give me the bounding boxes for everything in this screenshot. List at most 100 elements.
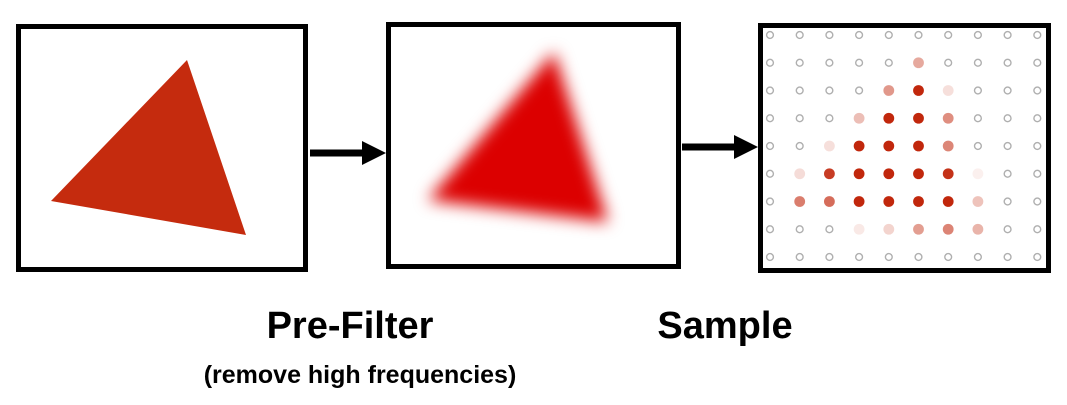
empty-sample-point (1033, 86, 1042, 95)
empty-sample-point (765, 86, 775, 95)
sample-dot (972, 223, 984, 235)
sample-dot-grid (765, 30, 1042, 262)
empty-sample-point (1003, 197, 1012, 206)
empty-sample-point (1033, 197, 1042, 206)
sample-dot (853, 223, 865, 235)
empty-sample-point (1033, 30, 1042, 40)
sample-dot (883, 112, 895, 124)
blurred-triangle-icon (428, 52, 608, 222)
sample-dot (824, 168, 835, 180)
empty-sample-point (825, 30, 834, 40)
sample-dot (883, 85, 895, 96)
empty-sample-point (973, 58, 983, 67)
empty-sample-point (1033, 252, 1042, 262)
arrow-right-icon (310, 141, 386, 165)
sample-dot (942, 112, 954, 124)
sample-dot (794, 168, 806, 180)
empty-sample-point (973, 86, 983, 95)
sample-dot (942, 196, 954, 207)
empty-sample-point (884, 252, 893, 262)
sample-dot (942, 140, 954, 152)
empty-sample-point (795, 30, 804, 40)
empty-sample-point (854, 252, 864, 262)
empty-sample-point (1003, 169, 1012, 178)
empty-sample-point (1003, 225, 1012, 234)
empty-sample-point (765, 225, 775, 234)
prefilter-sublabel: (remove high frequencies) (203, 361, 517, 389)
sample-label: Sample (657, 305, 793, 347)
empty-sample-point (795, 114, 804, 123)
empty-sample-point (795, 86, 804, 95)
sample-dot (913, 196, 924, 207)
empty-sample-point (765, 252, 775, 262)
arrow-head (362, 141, 386, 165)
empty-sample-point (944, 252, 953, 262)
empty-sample-point (944, 58, 953, 67)
empty-sample-point (765, 114, 775, 123)
empty-sample-point (973, 141, 983, 151)
sample-dot (824, 196, 835, 207)
arrow-head (734, 135, 758, 159)
sharp-triangle-icon (51, 60, 246, 235)
arrow-right-icon (682, 135, 758, 159)
empty-sample-point (765, 30, 775, 40)
empty-sample-point (884, 30, 893, 40)
empty-sample-point (825, 252, 834, 262)
empty-sample-point (825, 225, 834, 234)
empty-sample-point (884, 58, 893, 67)
arrow-shaft (682, 143, 737, 151)
empty-sample-point (1003, 86, 1012, 95)
empty-sample-point (795, 58, 804, 67)
panel-original-image (16, 24, 308, 272)
prefilter-label: Pre-Filter (266, 305, 434, 347)
sample-dot (853, 112, 865, 124)
empty-sample-point (914, 252, 923, 262)
sample-dot (913, 168, 924, 180)
empty-sample-point (765, 169, 775, 178)
empty-sample-point (765, 141, 775, 151)
empty-sample-point (854, 30, 864, 40)
sample-dot (853, 168, 865, 180)
empty-sample-point (854, 58, 864, 67)
empty-sample-point (973, 30, 983, 40)
empty-sample-point (765, 197, 775, 206)
sample-dot (853, 140, 865, 152)
sample-dot (942, 168, 954, 180)
empty-sample-point (1033, 58, 1042, 67)
empty-sample-point (1003, 30, 1012, 40)
sample-dot (972, 168, 984, 180)
sample-dot (913, 112, 924, 124)
sample-dot (853, 196, 865, 207)
empty-sample-point (973, 114, 983, 123)
empty-sample-point (1003, 252, 1012, 262)
empty-sample-point (1033, 225, 1042, 234)
sample-dot (913, 140, 924, 152)
empty-sample-point (1033, 114, 1042, 123)
arrow-shaft (310, 149, 365, 157)
empty-sample-point (914, 30, 923, 40)
empty-sample-point (825, 114, 834, 123)
empty-sample-point (825, 58, 834, 67)
empty-sample-point (825, 86, 834, 95)
empty-sample-point (1003, 114, 1012, 123)
empty-sample-point (1003, 141, 1012, 151)
empty-sample-point (973, 252, 983, 262)
panel-prefiltered-image (386, 22, 681, 269)
panel-sampled-image (758, 23, 1051, 273)
sample-dot (883, 196, 895, 207)
sample-dot (913, 57, 924, 69)
sample-dot (883, 140, 895, 152)
blurred-triangle (428, 52, 608, 222)
empty-sample-point (795, 252, 804, 262)
sample-dot (942, 223, 954, 235)
empty-sample-point (1033, 169, 1042, 178)
empty-sample-point (795, 141, 804, 151)
sample-dot (883, 223, 895, 235)
sample-dot (794, 196, 806, 207)
empty-sample-point (854, 86, 864, 95)
empty-sample-point (795, 225, 804, 234)
sample-dot (824, 140, 835, 152)
sharp-triangle (51, 60, 246, 235)
sample-dot (883, 168, 895, 180)
